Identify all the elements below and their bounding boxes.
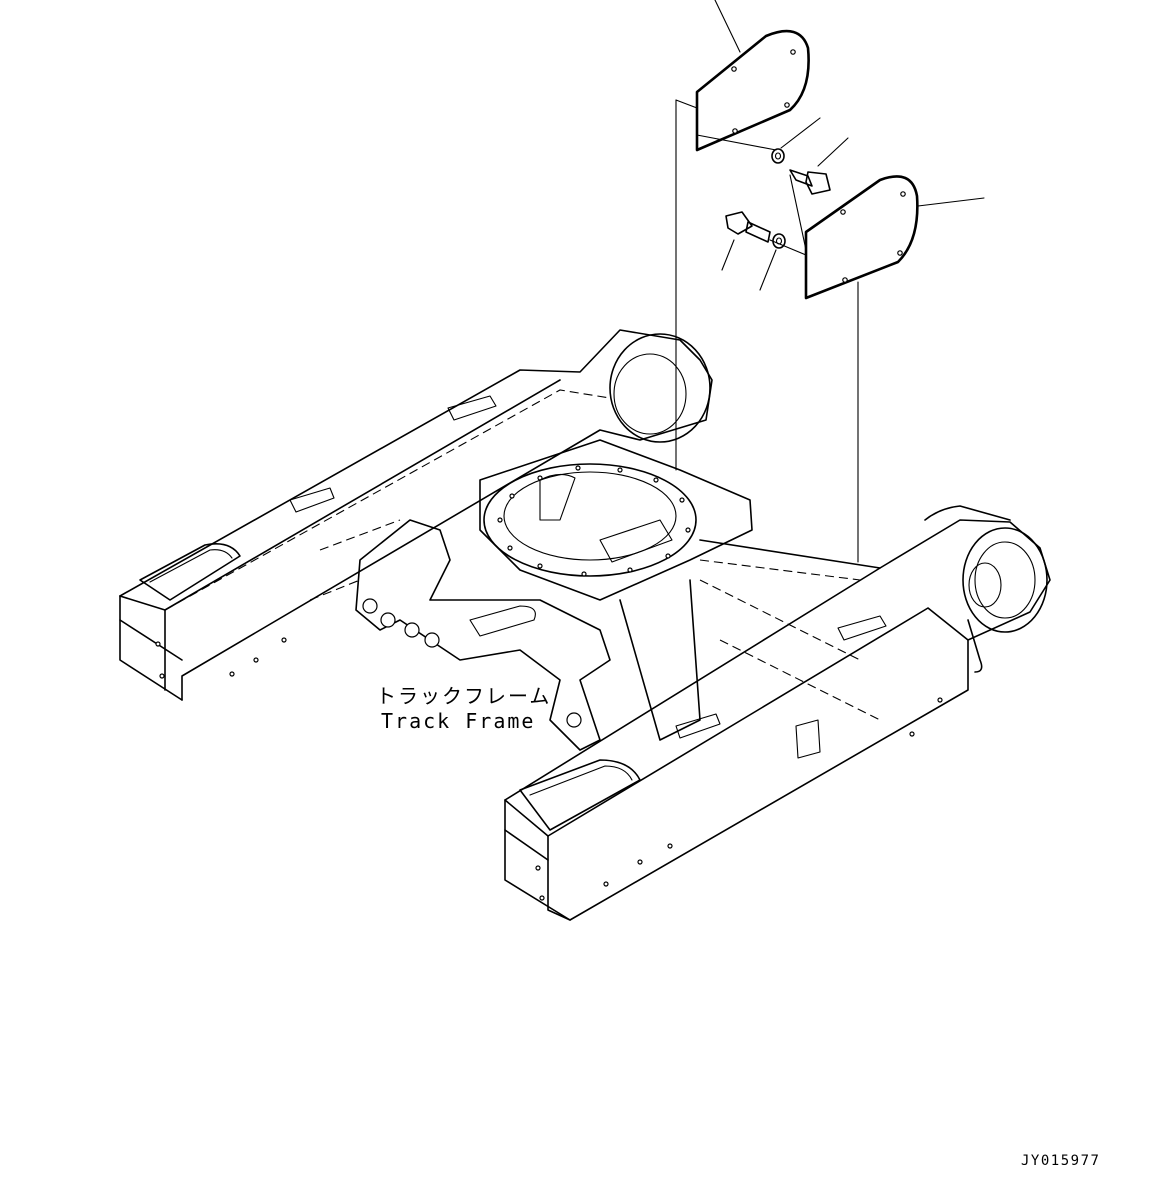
track-frame-label-japanese: トラックフレーム xyxy=(376,684,552,708)
cover-plate-upper xyxy=(695,0,810,152)
washer-icon xyxy=(771,117,821,164)
bolt-icon xyxy=(789,137,849,195)
leader-line xyxy=(714,0,741,53)
bolt-circle xyxy=(497,465,691,577)
assembly-lines xyxy=(675,99,859,563)
bolt-icon xyxy=(721,211,771,271)
track-frame-label-english: Track Frame xyxy=(381,709,536,733)
drawing-number: JY015977 xyxy=(1021,1153,1101,1169)
track-frame xyxy=(119,329,1051,921)
cover-plate-lower xyxy=(804,175,985,300)
washer-icon xyxy=(759,233,786,291)
leader-line xyxy=(917,197,985,207)
